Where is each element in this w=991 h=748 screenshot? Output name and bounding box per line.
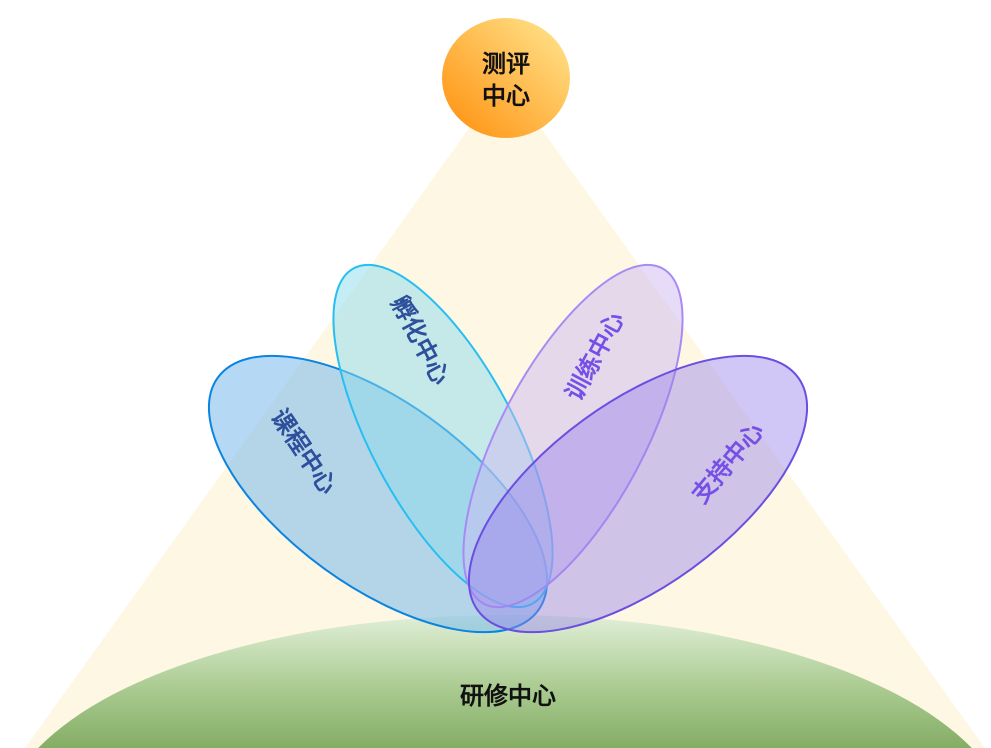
top-node-shape	[442, 18, 570, 138]
top-node-label-line2: 中心	[482, 82, 530, 110]
petal-training	[462, 263, 684, 609]
top-node-label-line1: 测评	[482, 50, 530, 78]
base-node-label: 研修中心	[460, 682, 556, 710]
petal-support	[467, 354, 809, 634]
base-node-shape	[38, 615, 972, 748]
